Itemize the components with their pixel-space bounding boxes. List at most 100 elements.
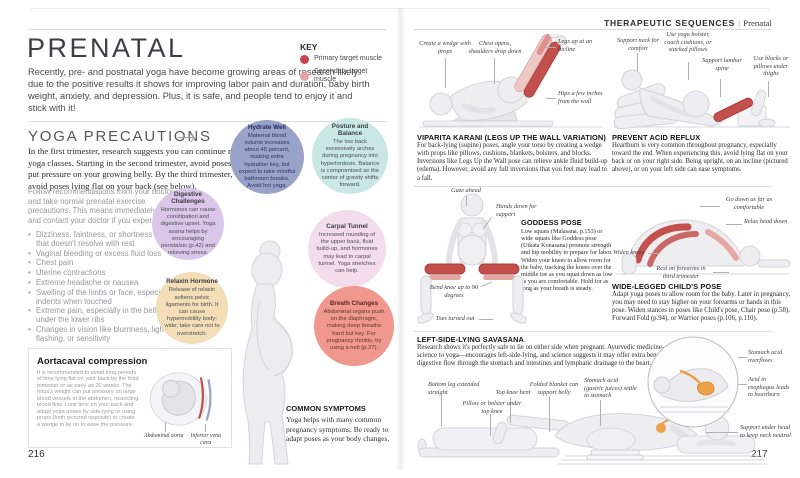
primary-muscle-dot-icon	[300, 55, 309, 64]
annotation: Hips a few inches from the wall	[558, 90, 603, 105]
divider	[414, 29, 772, 30]
leader-line	[720, 79, 721, 97]
heading-arrow-icon	[178, 137, 193, 138]
leader-line	[441, 396, 442, 426]
page-title: PRENATAL	[27, 33, 186, 63]
intro-text: Recently, pre- and postnatal yoga have b…	[28, 67, 370, 113]
precaution-bullet: Chest pain	[28, 259, 188, 268]
leader-line	[479, 319, 493, 320]
bubble-text: Release of relaxin softens pelvic ligame…	[164, 287, 220, 337]
savasana-illustration	[415, 398, 771, 468]
bubble-posture-balance: Posture and Balance The low back excessi…	[312, 118, 388, 194]
fetus-illustration	[149, 372, 212, 426]
precaution-bullet: Extreme pain, especially in the belly or…	[28, 307, 188, 325]
common-symptoms-title: COMMON SYMPTOMS	[286, 404, 366, 413]
leader-line	[713, 272, 729, 273]
precaution-bullet: Uterine contractions	[28, 268, 188, 278]
annotation: Legs up at an incline	[558, 38, 593, 53]
pose-section-title: LEFT-SIDE-LYING SAVASANA	[417, 335, 524, 344]
leader-line	[706, 432, 738, 433]
precaution-bullet: Changes in vision like blurriness, light…	[28, 325, 188, 344]
annotation: Folded blanket can support belly	[529, 381, 579, 396]
divider	[28, 29, 386, 30]
annotation: Use blocks or pillows under thighs	[753, 55, 789, 78]
bubble-title: Digestive Challenges	[171, 190, 205, 205]
bubble-text: Abdominal organs push on the diaphragm, …	[323, 309, 385, 351]
annotation: Bottom leg extended straight	[428, 381, 480, 396]
annotation: Rest on forearms in third trimester	[656, 265, 706, 280]
divider	[28, 121, 386, 122]
annotation: Use yoga bolster, couch cushions, or sta…	[664, 31, 712, 54]
bubble-title: Carpal Tunnel	[326, 222, 368, 230]
leader-line	[545, 47, 556, 48]
annotation: Bend knee up to 90 degrees	[429, 284, 479, 299]
key-legend: KEY Primary target muscle Secondary targ…	[300, 42, 384, 88]
annotation: Stomach acid overflows	[748, 349, 783, 364]
annotation: Go down as far as comfortable	[725, 196, 773, 211]
pose-section-text: Heartburn is very common throughout preg…	[612, 142, 788, 174]
page-number-right: 217	[751, 449, 768, 460]
anatomy-label-aorta: Abdominal aorta	[144, 433, 184, 439]
pose-section-title: PREVENT ACID REFLUX	[612, 133, 701, 142]
annotation: Support neck for comfort	[617, 37, 659, 52]
precautions-lead: In the first trimester, research suggest…	[28, 146, 253, 191]
annotation: Chest opens, shoulders drop down	[468, 40, 522, 55]
leader-line	[204, 424, 206, 432]
leader-line	[637, 53, 638, 71]
pose-section-title: VIPARITA KARANI (LEGS UP THE WALL VARIAT…	[417, 133, 606, 142]
annotation: Toes turned out	[435, 315, 475, 322]
divider	[414, 331, 772, 332]
page-edge-line	[30, 8, 770, 9]
leader-line	[648, 253, 660, 254]
leader-line	[546, 98, 556, 99]
key-item-secondary: Secondary target muscle	[300, 68, 384, 84]
precaution-bullet: Extreme headache or nausea	[28, 278, 188, 288]
section-heading: YOGA PRECAUTIONS	[28, 128, 212, 145]
precautions-bullet-list: Dizziness, faintness, or shortness of br…	[28, 230, 188, 345]
bubble-carpal-tunnel: Carpal Tunnel Increased rounding of the …	[308, 210, 386, 288]
pose-section-text: Low squats (Malasana, p.153) or wide squ…	[521, 228, 613, 292]
leader-line	[738, 357, 747, 358]
running-header-topic: Prenatal	[743, 18, 772, 28]
leader-line	[688, 62, 689, 80]
bubble-text: Increased rounding of the upper back, fl…	[316, 232, 378, 274]
bubble-relaxin-hormone: Relaxin Hormone Release of relaxin softe…	[156, 272, 228, 344]
key-title: KEY	[300, 42, 318, 52]
leader-line	[768, 81, 769, 97]
annotation: Top knee bent	[495, 389, 531, 396]
key-item-label: Secondary target muscle	[314, 68, 368, 84]
precautions-intro: Follow recommendations from your doctor …	[28, 187, 174, 225]
bubble-hydrate-well: Hydrate Well Maternal blood volume incre…	[230, 120, 304, 194]
page-number-left: 216	[28, 449, 45, 460]
annotation: Acid in esophagus leads to heartburn	[748, 376, 790, 399]
pose-section-title: GODDESS POSE	[521, 218, 582, 227]
anatomy-label-vena-cava: Inferior vena cava	[190, 433, 221, 446]
precaution-bullet: Vaginal bleeding or excess fluid loss	[28, 249, 188, 259]
info-box-title: Aortacaval compression	[37, 356, 148, 367]
running-header: THERAPEUTIC SEQUENCES|Prenatal	[520, 13, 772, 31]
key-item-primary: Primary target muscle	[300, 55, 384, 64]
leader-line	[738, 384, 747, 385]
standing-pregnant-figure-illustration	[210, 238, 338, 466]
leader-line	[494, 58, 495, 84]
bubble-text: Maternal blood volume increases about 45…	[238, 132, 296, 190]
bubble-title: Hydrate Well	[247, 123, 287, 131]
leader-line	[600, 400, 601, 426]
leader-line	[466, 196, 467, 206]
leader-line	[510, 397, 511, 423]
leader-line	[490, 414, 491, 436]
bubble-title: Breath Changes	[329, 299, 379, 307]
key-item-label: Primary target muscle	[314, 55, 383, 63]
leader-line	[700, 206, 720, 207]
secondary-muscle-dot-icon	[300, 71, 309, 81]
precaution-bullet: Swelling of the limbs or face, especiall…	[28, 288, 188, 307]
bubble-text: The low back excessively arches during p…	[320, 139, 380, 189]
pose-section-title: WIDE-LEGGED CHILD'S POSE	[612, 282, 722, 291]
common-symptoms-block: COMMON SYMPTOMS Yoga helps with many com…	[286, 404, 400, 444]
annotation: Widen knees	[613, 249, 645, 256]
bubble-title: Posture and Balance	[331, 122, 369, 137]
annotation: Create a wedge with props	[419, 40, 471, 55]
leader-line	[445, 58, 446, 88]
childs-pose-illustration	[612, 194, 794, 278]
leader-line	[164, 422, 166, 432]
